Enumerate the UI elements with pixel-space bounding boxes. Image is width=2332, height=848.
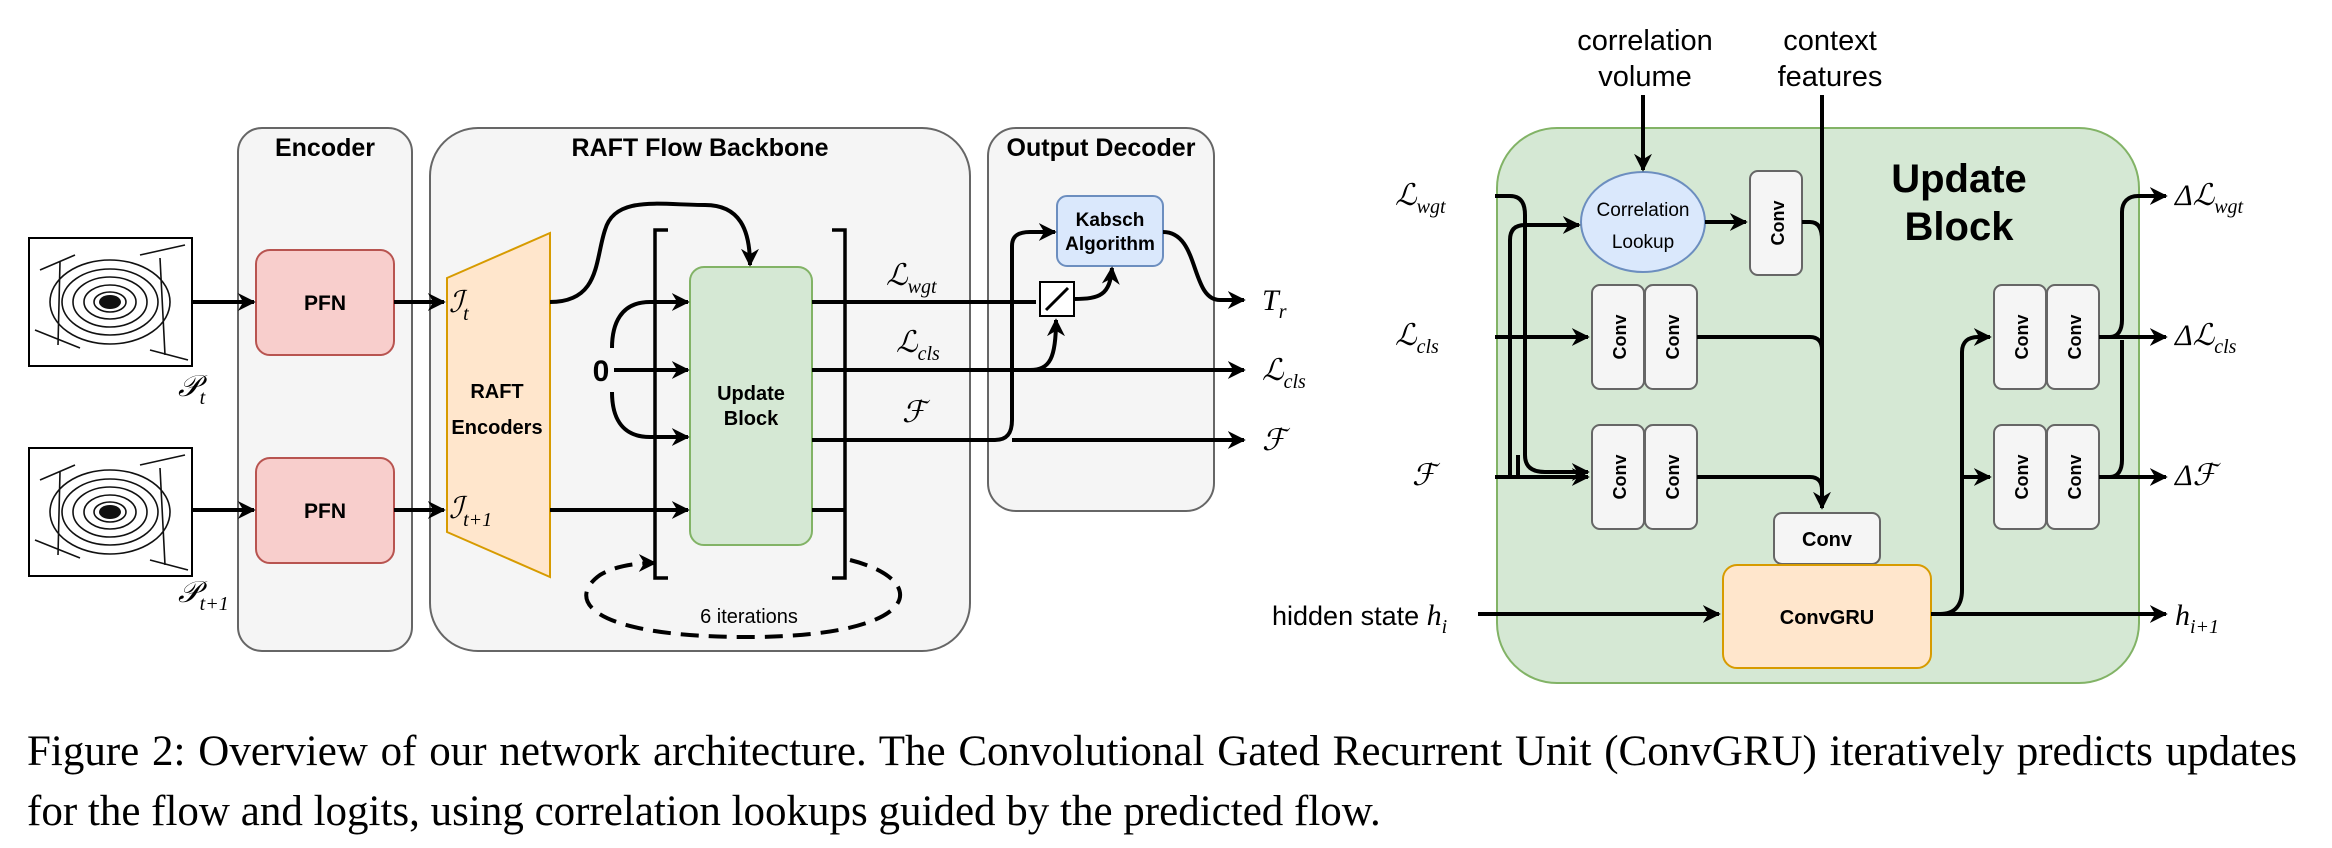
output-delta-flow: Δℱ <box>2174 459 2222 492</box>
kabsch-line2: Algorithm <box>1065 234 1155 255</box>
right-connectors <box>1478 95 2168 623</box>
figure-caption: Figure 2: Overview of our network archit… <box>27 728 2297 835</box>
update-block-title-line1: Update <box>1891 157 2027 201</box>
conv-box-context: Conv <box>1749 170 1803 276</box>
input-label-pt: 𝒫t <box>178 370 208 409</box>
conv-box-merge: Conv <box>1773 512 1881 565</box>
input-hidden-state: hidden state hi <box>1272 599 1447 638</box>
conv-box-lcls-2: Conv <box>1644 284 1698 390</box>
kabsch-algorithm-block: Kabsch Algorithm <box>1056 195 1164 267</box>
label-l-cls: ℒcls <box>896 326 940 365</box>
raft-encoders-line2: Encoders <box>451 417 542 439</box>
correlation-volume-line1: correlation <box>1577 25 1712 57</box>
decoder-title: Output Decoder <box>1007 134 1196 162</box>
output-delta-l-wgt: Δℒwgt <box>2174 179 2244 218</box>
output-h-next: hi+1 <box>2175 599 2219 638</box>
context-features-line1: context <box>1783 25 1877 57</box>
pfn-label-t1: PFN <box>304 500 346 523</box>
switch-symbol <box>1039 281 1075 317</box>
conv-label: Conv <box>1610 315 1630 360</box>
convgru-label: ConvGRU <box>1780 607 1874 629</box>
context-features-line2: features <box>1778 61 1883 93</box>
conv-box-out-cls-2: Conv <box>2046 284 2100 390</box>
pfn-box-t: PFN <box>255 249 395 356</box>
left-connectors <box>192 201 1246 519</box>
conv-label: Conv <box>1610 455 1630 500</box>
input-flow: ℱ <box>1412 459 1441 492</box>
update-block-line2: Block <box>724 408 779 430</box>
zero-init-label: 0 <box>593 355 610 388</box>
convgru-block: ConvGRU <box>1722 564 1932 669</box>
point-cloud-t-image <box>28 237 193 367</box>
update-block-line1: Update <box>717 383 785 405</box>
conv-label: Conv <box>2065 455 2085 500</box>
conv-label: Conv <box>1768 201 1788 246</box>
conv-label: Conv <box>1663 315 1683 360</box>
input-l-wgt: ℒwgt <box>1395 179 1446 218</box>
conv-label: Conv <box>2065 315 2085 360</box>
input-label-pt1: 𝒫t+1 <box>178 576 229 615</box>
raft-encoders-line1: RAFT <box>470 381 523 403</box>
update-block: Update Block <box>689 266 813 546</box>
raft-encoders-block: RAFT Encoders <box>446 231 551 579</box>
correlation-lookup-line2: Lookup <box>1612 232 1674 253</box>
iteration-loop: 6 iterations <box>584 554 903 640</box>
conv-label: Conv <box>2012 315 2032 360</box>
iterations-label: 6 iterations <box>700 606 798 628</box>
conv-box-out-cls-1: Conv <box>1993 284 2047 390</box>
iteration-bracket-left <box>653 228 668 580</box>
conv-label: Conv <box>1663 455 1683 500</box>
conv-box-flow-2: Conv <box>1644 424 1698 530</box>
pfn-label-t: PFN <box>304 292 346 315</box>
label-l-wgt: ℒwgt <box>886 259 937 298</box>
output-l-cls: ℒcls <box>1262 354 1306 393</box>
conv-label: Conv <box>2012 455 2032 500</box>
pfn-box-t1: PFN <box>255 457 395 564</box>
conv-box-flow-1: Conv <box>1591 424 1645 530</box>
update-block-title-line2: Block <box>1905 205 2015 249</box>
conv-box-out-flow-1: Conv <box>1993 424 2047 530</box>
output-delta-l-cls: Δℒcls <box>2174 319 2237 358</box>
architecture-diagram: Encoder RAFT Flow Backbone Output Decode… <box>28 25 2244 684</box>
kabsch-line1: Kabsch <box>1076 210 1145 231</box>
output-decoder-group: Output Decoder <box>987 127 1215 512</box>
input-l-cls: ℒcls <box>1395 319 1439 358</box>
backbone-title: RAFT Flow Backbone <box>572 134 829 162</box>
correlation-lookup-line1: Correlation <box>1597 200 1690 221</box>
conv-label: Conv <box>1802 529 1853 551</box>
output-flow: ℱ <box>1262 424 1291 457</box>
conv-box-lcls-1: Conv <box>1591 284 1645 390</box>
encoder-group: Encoder <box>237 127 413 652</box>
encoder-title: Encoder <box>275 134 375 162</box>
correlation-volume-line2: volume <box>1598 61 1692 93</box>
correlation-lookup-node: Correlation Lookup <box>1580 171 1706 273</box>
conv-box-out-flow-2: Conv <box>2046 424 2100 530</box>
point-cloud-t1-image <box>28 447 193 577</box>
iteration-bracket-right <box>832 228 847 580</box>
output-tr: Tr <box>1262 284 1287 323</box>
